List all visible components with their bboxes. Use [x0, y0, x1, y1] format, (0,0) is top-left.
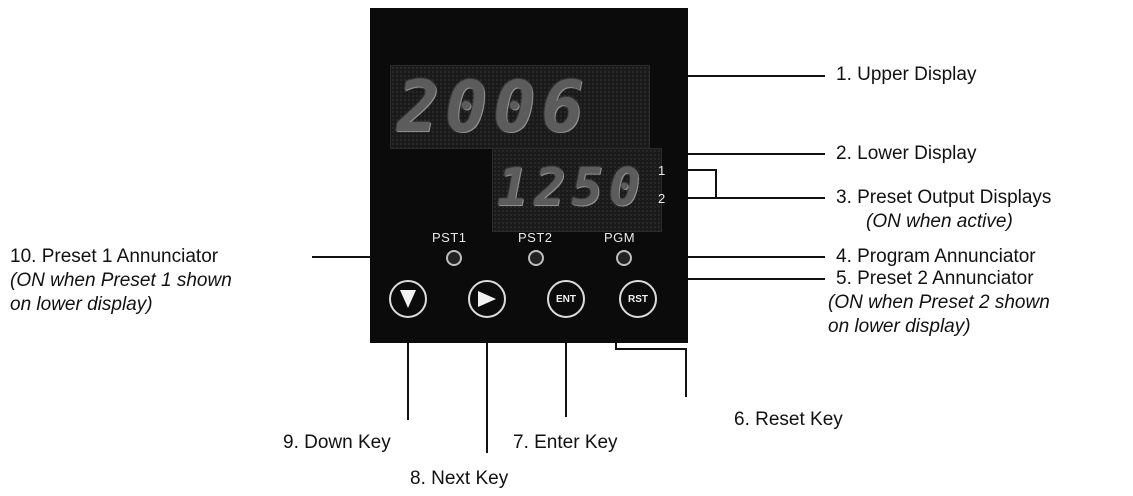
callout-preset1-note-1: (ON when Preset 1 shown	[10, 270, 232, 291]
pgm-led	[616, 250, 632, 266]
callout-program-annunciator: 4. Program Annunciator	[836, 246, 1036, 267]
upper-display: 2006	[390, 65, 650, 149]
upper-display-texture	[391, 66, 649, 148]
reset-key[interactable]: RST	[619, 280, 657, 318]
down-key[interactable]	[389, 280, 427, 318]
right-arrow-icon	[478, 291, 496, 307]
callout-preset2-annunciator: 5. Preset 2 Annunciator (ON when Preset …	[828, 267, 1050, 339]
callout-lower-display: 2. Lower Display	[836, 143, 977, 164]
callout-down-key: 9. Down Key	[283, 432, 391, 453]
callout-preset2-note-2: on lower display)	[828, 316, 971, 337]
upper-display-value: 2006	[397, 66, 590, 148]
pgm-label: PGM	[604, 230, 636, 245]
callout-preset-output-note: (ON when active)	[866, 211, 1013, 232]
callout-preset2-title: 5. Preset 2 Annunciator	[836, 268, 1034, 289]
callout-preset-output-displays: 3. Preset Output Displays (ON when activ…	[836, 186, 1051, 234]
down-arrow-icon	[400, 290, 416, 308]
callout-preset2-note-1: (ON when Preset 2 shown	[828, 292, 1050, 313]
lower-display: 1250	[492, 148, 662, 232]
enter-key[interactable]: ENT	[547, 280, 585, 318]
pst1-label: PST1	[432, 230, 467, 245]
callout-preset1-note-2: on lower display)	[10, 294, 153, 315]
lower-display-value: 1250	[497, 158, 647, 218]
output-1-indicator: 1	[658, 163, 666, 178]
callout-preset1-annunciator: 10. Preset 1 Annunciator (ON when Preset…	[10, 245, 232, 317]
callout-preset-output-title: 3. Preset Output Displays	[836, 187, 1052, 208]
output-2-indicator: 2	[658, 191, 666, 206]
next-key[interactable]	[468, 280, 506, 318]
lower-display-texture	[493, 149, 661, 231]
leader-preset-output	[672, 169, 825, 199]
pst2-label: PST2	[518, 230, 553, 245]
callout-enter-key: 7. Enter Key	[513, 432, 618, 453]
controller-panel: 2006 1250 1 2 PST1 PST2 PGM ENT RST	[370, 8, 688, 343]
pst2-led	[528, 250, 544, 266]
callout-reset-key: 6. Reset Key	[734, 409, 843, 430]
callout-upper-display: 1. Upper Display	[836, 64, 977, 85]
callout-preset1-title: 10. Preset 1 Annunciator	[10, 246, 219, 267]
pst1-led	[446, 250, 462, 266]
callout-next-key: 8. Next Key	[410, 468, 509, 489]
